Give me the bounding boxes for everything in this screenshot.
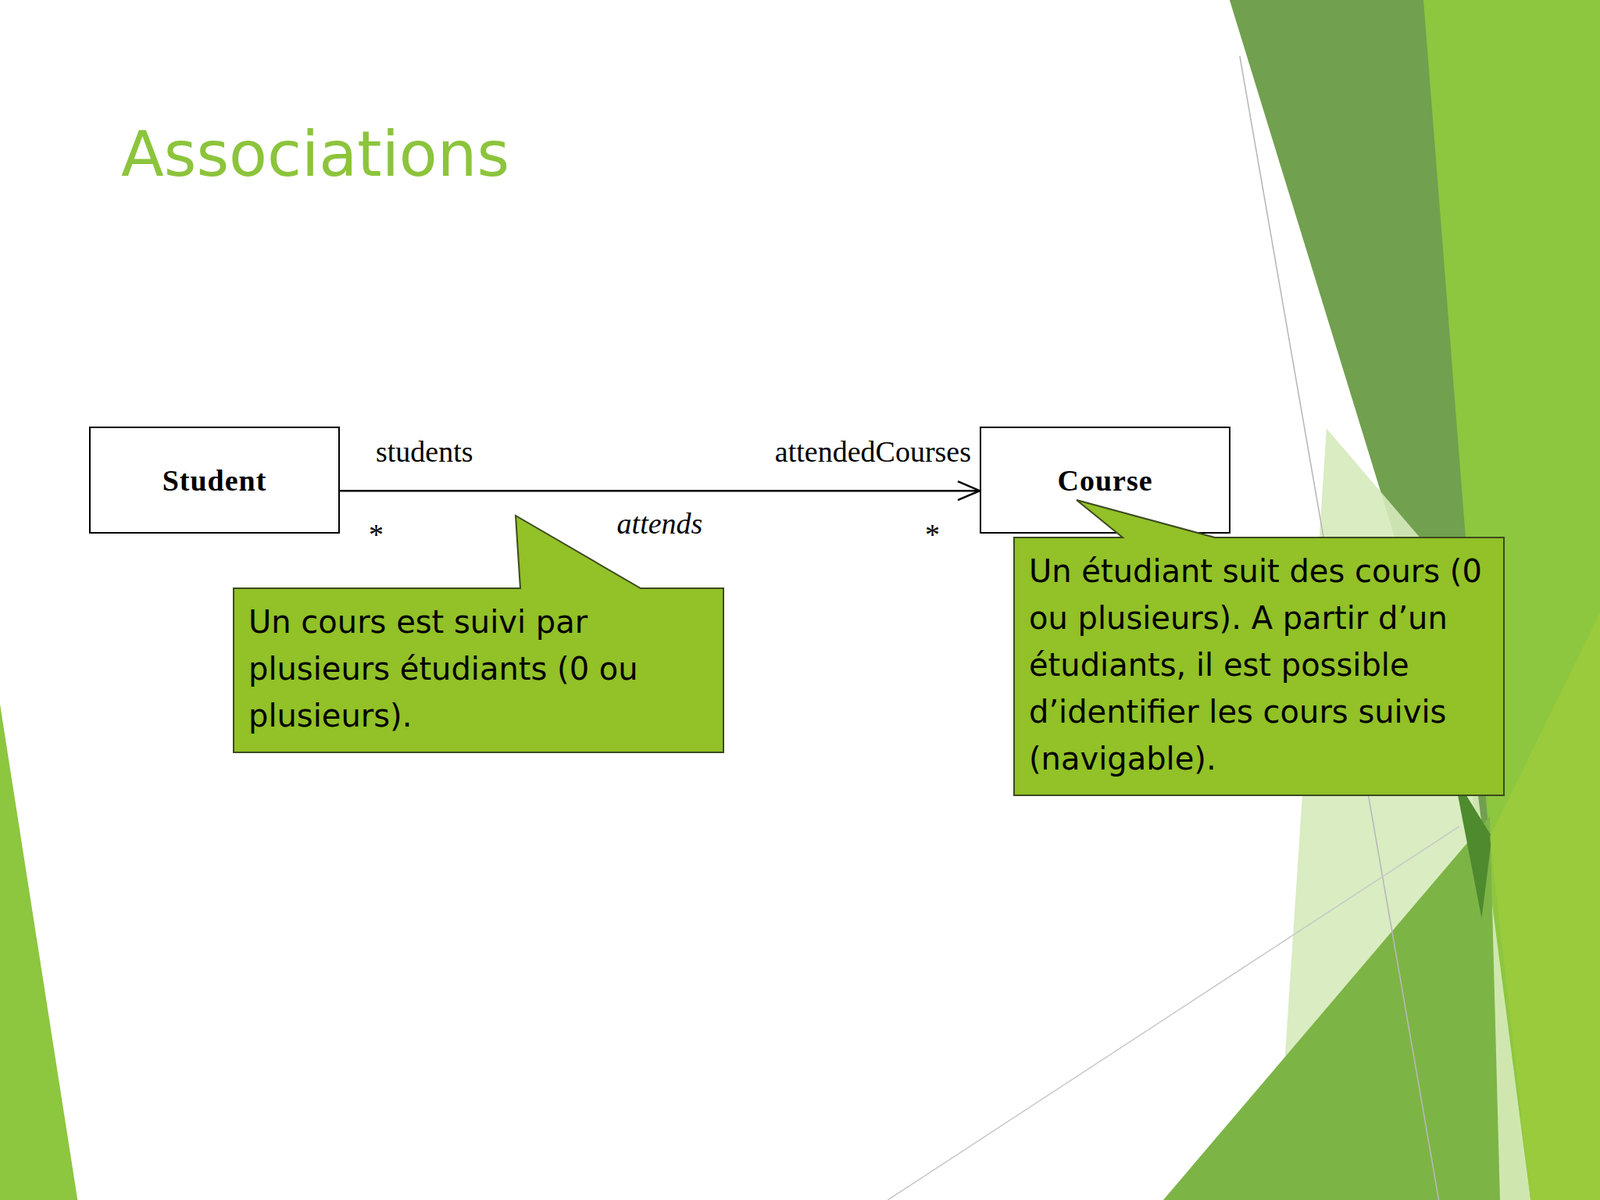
- decor-triangle: [1453, 775, 1492, 919]
- association-line: [339, 489, 980, 493]
- decor-line: [887, 826, 1459, 1200]
- callout-shape: [233, 515, 724, 753]
- slide-title: Associations: [121, 117, 510, 193]
- callout-text: Un cours est suivi par plusieurs étudian…: [248, 598, 709, 740]
- association-name: attends: [614, 506, 707, 543]
- multiplicity: *: [368, 517, 384, 554]
- class-box: Student: [89, 426, 340, 534]
- decor-triangle: [1489, 612, 1600, 1200]
- callout-box: Un cours est suivi par plusieurs étudian…: [232, 587, 725, 754]
- callout-text: Un étudiant suit des cours (0 ou plusieu…: [1028, 547, 1490, 783]
- class-name: Student: [162, 463, 268, 498]
- multiplicity: *: [925, 517, 940, 554]
- decor-triangle: [0, 703, 78, 1200]
- class-name: Course: [1057, 463, 1153, 498]
- role-name: attendedCourses: [775, 434, 972, 471]
- role-name: students: [375, 434, 474, 471]
- decor-triangle: [1163, 816, 1500, 1200]
- callout-box: Un étudiant suit des cours (0 ou plusieu…: [1013, 536, 1505, 797]
- callout-shape: [1014, 500, 1504, 796]
